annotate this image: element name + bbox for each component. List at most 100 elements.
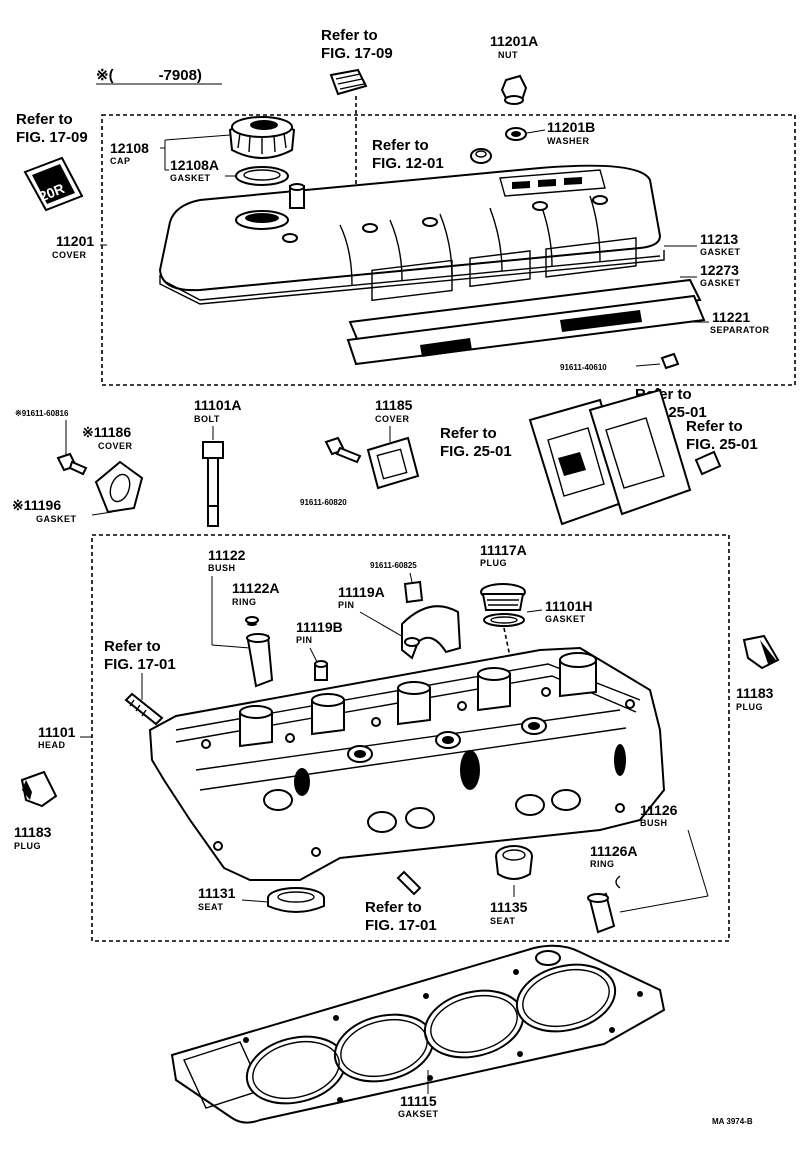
part-11201-name: COVER <box>52 250 87 260</box>
bush-ring-part <box>245 616 259 626</box>
part-11126-name: BUSH <box>640 818 668 828</box>
part-11185-name: COVER <box>375 414 410 424</box>
part-11201-number: 11201 <box>56 233 94 249</box>
ref-fig-1701-a-line2: FIG. 17-01 <box>104 656 176 673</box>
part-11119B-number: 11119B <box>296 619 343 635</box>
part-11183-left-number: 11183 <box>14 824 52 840</box>
ref-fig-1709-top-line2: FIG. 17-09 <box>321 45 393 62</box>
part-11101A-number: 11101A <box>194 397 242 413</box>
part-11221-number: 11221 <box>712 309 750 325</box>
separator-bolt-part <box>660 352 680 370</box>
ref-fig-1709-left-line1: Refer to <box>16 111 73 128</box>
ref-fig-1709-top-line1: Refer to <box>321 27 378 44</box>
bearing-cap-bolt-part <box>403 580 424 604</box>
part-11115-name: GAKSET <box>398 1109 439 1119</box>
nut-part <box>500 74 528 105</box>
part-11196-number: ※11196 <box>12 497 61 513</box>
seat-11135-part <box>495 845 533 880</box>
part-11183-right-number: 11183 <box>736 685 774 701</box>
cylinder-head-part <box>148 646 666 881</box>
part-11201B-name: WASHER <box>547 136 590 146</box>
part-91611-60816-number: ※91611-60816 <box>15 409 69 418</box>
part-11185-number: 11185 <box>375 397 413 413</box>
part-12108-number: 12108 <box>110 140 149 156</box>
part-11135-number: 11135 <box>490 899 528 915</box>
part-11101H-number: 11101H <box>545 598 593 614</box>
model-note: ※( -7908) <box>96 67 202 84</box>
cover-group-box <box>101 114 796 386</box>
washer-part <box>505 127 527 141</box>
part-11135-name: SEAT <box>490 916 515 926</box>
seat-11131-part <box>267 887 325 913</box>
plug-11117A-part <box>480 583 526 611</box>
part-11183-left-name: PLUG <box>14 841 41 851</box>
part-11201A-number: 11201A <box>490 33 538 49</box>
stud-bolt-lower-part <box>396 870 422 896</box>
part-12108A-number: 12108A <box>170 157 219 173</box>
egr-bolt-part <box>694 450 722 476</box>
stud-bolt-part <box>124 692 164 726</box>
ref-fig-1701-a-line1: Refer to <box>104 638 161 655</box>
part-11122A-name: RING <box>232 597 257 607</box>
egr-plate-part <box>528 388 692 526</box>
bearing-cap-part <box>401 605 462 660</box>
part-11122-number: 11122 <box>208 547 246 563</box>
part-11126-number: 11126 <box>640 802 678 818</box>
bush-11126-part <box>587 892 616 934</box>
part-11221-name: SEPARATOR <box>710 325 770 335</box>
part-11183-right-name: PLUG <box>736 702 763 712</box>
head-gasket-part <box>170 944 666 1124</box>
emblem-20r-part: 20R <box>23 156 84 212</box>
ref-fig-1709-left-line2: FIG. 17-09 <box>16 129 88 146</box>
part-11126A-name: RING <box>590 859 615 869</box>
part-12273-name: GASKET <box>700 278 741 288</box>
part-11126A-number: 11126A <box>590 843 638 859</box>
oil-filler-cap-part <box>228 116 296 159</box>
part-11115-number: 11115 <box>400 1093 437 1109</box>
part-11131-name: SEAT <box>198 902 223 912</box>
ref-fig-1701-b-line2: FIG. 17-01 <box>365 917 437 934</box>
dowel-pin-part <box>314 660 328 681</box>
part-11186-name: COVER <box>98 441 133 451</box>
part-11101H-name: GASKET <box>545 614 586 624</box>
part-11201B-number: 11201B <box>547 119 595 135</box>
part-11119A-number: 11119A <box>338 584 385 600</box>
part-11122-name: BUSH <box>208 563 236 573</box>
part-11101-name: HEAD <box>38 740 66 750</box>
water-outlet-cover-part <box>366 436 420 490</box>
part-11117A-name: PLUG <box>480 558 507 568</box>
plug-left-part <box>20 770 58 808</box>
part-11101-number: 11101 <box>38 724 76 740</box>
ref-fig-1701-b-line1: Refer to <box>365 899 422 916</box>
part-11201A-name: NUT <box>498 50 518 60</box>
ring-11126A-part <box>615 875 621 889</box>
emblem-bracket-part <box>329 68 368 96</box>
grommet-part <box>470 148 492 164</box>
part-12108A-name: GASKET <box>170 173 211 183</box>
part-12273-number: 12273 <box>700 262 739 278</box>
part-11119A-name: PIN <box>338 600 355 610</box>
ref-fig-1201-line2: FIG. 12-01 <box>372 155 444 172</box>
part-91611-60825-number: 91611-60825 <box>370 561 417 570</box>
part-12108-name: CAP <box>110 156 131 166</box>
head-group-box <box>91 534 730 942</box>
part-11122A-number: 11122A <box>232 580 280 596</box>
part-91611-60820-number: 91611-60820 <box>300 498 347 507</box>
part-91611-40610-number: 91611-40610 <box>560 363 607 372</box>
part-11213-name: GASKET <box>700 247 741 257</box>
ref-fig-2501-a-line1: Refer to <box>440 425 497 442</box>
part-11131-number: 11131 <box>198 885 236 901</box>
part-11101A-name: BOLT <box>194 414 220 424</box>
valve-guide-bush-part <box>246 633 274 688</box>
part-11119B-name: PIN <box>296 635 313 645</box>
drawing-code: MA 3974-B <box>712 1117 753 1126</box>
part-11213-number: 11213 <box>700 231 738 247</box>
part-11186-number: ※11186 <box>82 424 131 440</box>
plug-right-part <box>742 634 780 670</box>
part-11117A-number: 11117A <box>480 542 527 558</box>
cover-bolt-60820-part <box>324 436 362 464</box>
head-bolt-part <box>202 441 224 527</box>
part-11196-name: GASKET <box>36 514 77 524</box>
cover-bolt-60816-part <box>56 452 88 476</box>
